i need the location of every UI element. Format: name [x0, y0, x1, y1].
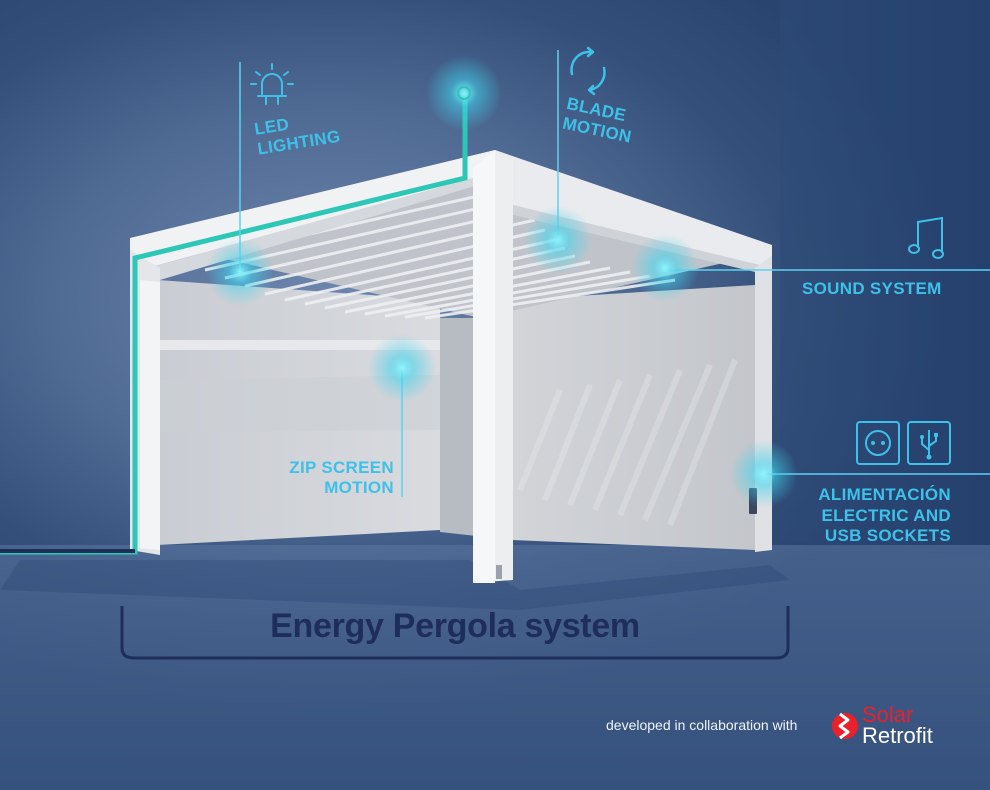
floor: [0, 545, 990, 790]
sound-label-text: SOUND SYSTEM: [802, 279, 942, 298]
sound-system-label: SOUND SYSTEM: [802, 279, 942, 299]
zip-screen-side: [512, 285, 755, 550]
background-wall: [780, 0, 990, 560]
power-socket-icon: [856, 421, 900, 465]
light-stripes: [517, 358, 738, 527]
logo-solar-text: Solar: [862, 702, 914, 727]
floor-shadow: [0, 560, 790, 610]
power-label-line3: USB SOCKETS: [824, 526, 951, 545]
zip-screen-label: ZIP SCREEN MOTION: [280, 458, 394, 498]
rotate-arrows-icon: [570, 46, 606, 96]
collaboration-text: developed in collaboration with: [606, 717, 798, 733]
hotspots: [206, 55, 798, 508]
zip-label-line1: ZIP SCREEN: [289, 458, 394, 477]
solar-retrofit-logo: Solar Retrofit: [832, 702, 956, 750]
screen-bar: [158, 340, 440, 350]
zip-label-line2: MOTION: [324, 478, 394, 497]
title-bracket: [120, 606, 790, 660]
solar-retrofit-logo-mark: [832, 712, 858, 740]
screen-band: [158, 375, 440, 432]
post-left-face: [140, 280, 160, 550]
power-label-line2: ELECTRIC AND: [821, 505, 951, 525]
post-front-face: [473, 150, 495, 583]
logo-retrofit-text: Retrofit: [862, 723, 933, 748]
usb-icon: [907, 421, 951, 465]
led-bulb-icon: [250, 63, 294, 105]
post-base-plate: [496, 565, 502, 579]
page-title: Energy Pergola system: [270, 607, 640, 645]
power-label-line1: ALIMENTACIÓN: [818, 485, 951, 504]
power-sockets-label: ALIMENTACIÓN ELECTRIC AND USB SOCKETS: [790, 485, 951, 547]
music-note-icon: [908, 216, 944, 259]
roof-beam-right: [495, 150, 772, 270]
